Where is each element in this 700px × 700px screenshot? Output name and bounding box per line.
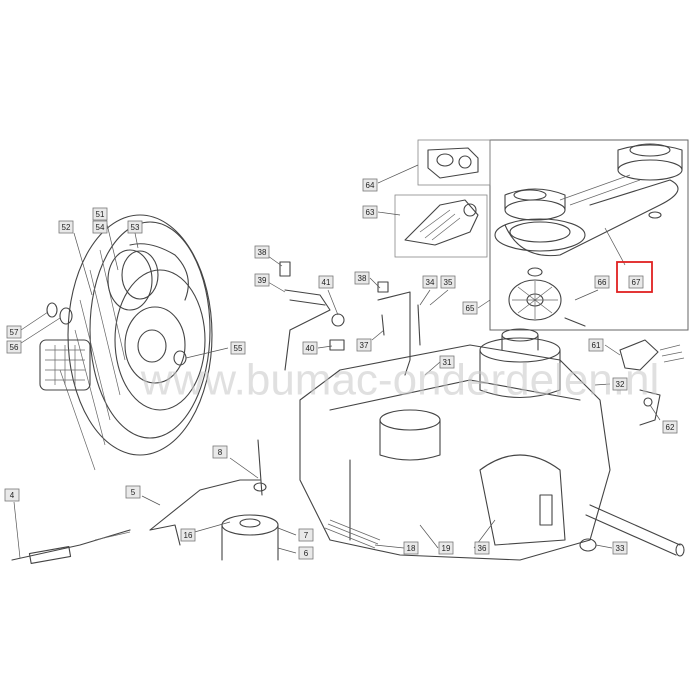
- highlight-box-67: [616, 261, 653, 293]
- callout-label: 36: [478, 544, 487, 553]
- washer-pair-inset: [648, 211, 662, 219]
- callout-53: 53: [127, 220, 143, 234]
- callout-36: 36: [474, 541, 490, 555]
- callout-40: 40: [302, 341, 318, 355]
- axle-shaft: [585, 504, 685, 557]
- callout-54: 54: [92, 220, 108, 234]
- callout-label: 19: [442, 544, 451, 553]
- callout-label: 31: [443, 358, 452, 367]
- callout-label: 62: [666, 423, 675, 432]
- spring-18: [324, 519, 381, 549]
- part-64: [427, 147, 479, 179]
- callout-label: 32: [616, 380, 625, 389]
- callout-37: 37: [356, 338, 372, 352]
- callout-51: 51: [92, 207, 108, 221]
- callout-63: 63: [362, 205, 378, 219]
- part-62: [639, 389, 661, 426]
- callout-31: 31: [439, 355, 455, 369]
- callout-62: 62: [662, 420, 678, 434]
- callout-18: 18: [403, 541, 419, 555]
- callout-66: 66: [594, 275, 610, 289]
- callout-label: 63: [366, 208, 375, 217]
- callout-label: 6: [304, 549, 309, 558]
- rod-linkage-5: [149, 439, 267, 546]
- hub-cap-53: [107, 243, 189, 311]
- transmission-pulley-large: [479, 328, 561, 399]
- callout-label: 41: [322, 278, 331, 287]
- callout-label: 37: [360, 341, 369, 350]
- callout-label: 54: [96, 223, 105, 232]
- callout-label: 67: [632, 278, 641, 287]
- callout-label: 4: [10, 491, 15, 500]
- part-61: [619, 339, 685, 371]
- callout-57: 57: [6, 325, 22, 339]
- belt-67: [494, 174, 679, 257]
- callout-label: 64: [366, 181, 375, 190]
- callout-label: 39: [258, 276, 267, 285]
- callout-64: 64: [362, 178, 378, 192]
- callout-8: 8: [212, 445, 228, 459]
- bracket-34-35: [377, 281, 421, 376]
- callout-label: 33: [616, 544, 625, 553]
- callout-16: 16: [180, 528, 196, 542]
- callout-label: 40: [306, 344, 315, 353]
- callout-4: 4: [4, 488, 20, 502]
- callout-label: 18: [407, 544, 416, 553]
- idler-pulley-16: [221, 514, 279, 561]
- callout-label: 38: [258, 248, 267, 257]
- cable-4: [11, 529, 131, 564]
- callout-label: 16: [184, 531, 193, 540]
- pulley-upper-right: [617, 143, 683, 181]
- bracket-39-41: [279, 261, 345, 371]
- callout-6: 6: [298, 546, 314, 560]
- callout-38: 38: [354, 271, 370, 285]
- leader-lines: [13, 164, 661, 559]
- callout-39: 39: [254, 273, 270, 287]
- callout-label: 55: [234, 344, 243, 353]
- callout-label: 35: [444, 278, 453, 287]
- watermark: www.bumac-onderdelen.nl: [140, 356, 660, 405]
- callout-5: 5: [125, 485, 141, 499]
- part-63: [404, 199, 479, 246]
- callout-label: 51: [96, 210, 105, 219]
- callout-61: 61: [588, 338, 604, 352]
- callout-label: 34: [426, 278, 435, 287]
- callout-label: 5: [131, 488, 136, 497]
- callout-label: 66: [598, 278, 607, 287]
- transmission-pulley-small: [379, 409, 441, 461]
- callout-label: 65: [466, 304, 475, 313]
- callout-label: 57: [10, 328, 19, 337]
- callout-34: 34: [422, 275, 438, 289]
- callout-label: 61: [592, 341, 601, 350]
- callout-67: 67: [628, 275, 644, 289]
- callout-label: 56: [10, 343, 19, 352]
- callout-56: 56: [6, 340, 22, 354]
- callout-label: 52: [62, 223, 71, 232]
- callout-35: 35: [440, 275, 456, 289]
- callout-52: 52: [58, 220, 74, 234]
- callout-label: 38: [358, 274, 367, 283]
- callout-label: 7: [304, 531, 309, 540]
- fan-66: [508, 267, 586, 327]
- callout-32: 32: [612, 377, 628, 391]
- callout-33: 33: [612, 541, 628, 555]
- callout-41: 41: [318, 275, 334, 289]
- callout-label: 8: [218, 448, 223, 457]
- callout-label: 53: [131, 223, 140, 232]
- inset-frame-top-parts: [394, 139, 491, 258]
- callout-55: 55: [230, 341, 246, 355]
- pulley-upper-left: [504, 188, 566, 221]
- callout-19: 19: [438, 541, 454, 555]
- callout-38: 38: [254, 245, 270, 259]
- transmission-housing: [299, 344, 611, 561]
- inset-frame-belt-assembly: [489, 139, 689, 331]
- callout-7: 7: [298, 528, 314, 542]
- callout-65: 65: [462, 301, 478, 315]
- wheel-tire: [39, 214, 213, 471]
